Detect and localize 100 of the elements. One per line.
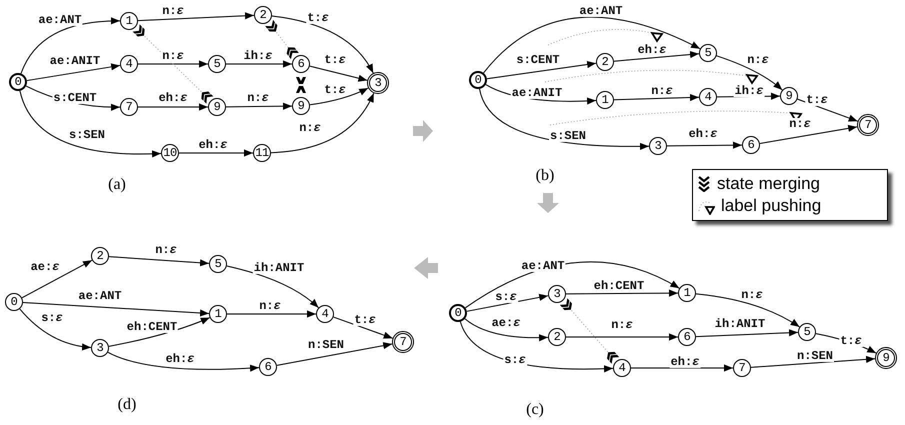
- edge-label: t:ε: [839, 335, 863, 347]
- transition-arrow: [486, 60, 597, 80]
- transition-arrow: [630, 364, 734, 372]
- state-circle: 4: [613, 359, 631, 377]
- edge-label: t:ε: [323, 84, 347, 96]
- edge-label: ih:ANIT: [252, 262, 306, 274]
- transition-arrow: [19, 90, 162, 158]
- transition-arrow: [309, 66, 368, 82]
- edge-label: n:ε: [740, 289, 764, 301]
- edge-label: n:ε: [154, 244, 178, 256]
- edge-label: n:ε: [610, 319, 634, 331]
- transition-arrow: [566, 333, 678, 341]
- state-circle: 6: [259, 358, 277, 376]
- state-circle: 1: [120, 12, 138, 30]
- edge-label: t:ε: [306, 12, 330, 24]
- edge-label: n:ε: [650, 85, 674, 97]
- panel-caption: (c): [526, 401, 544, 419]
- state-circle: 7: [120, 98, 138, 116]
- edge-label: n:ε: [746, 54, 770, 66]
- edge-label: t:ε: [323, 54, 347, 66]
- edge-label: ih:ε: [242, 50, 274, 62]
- state-circle: 4: [699, 88, 717, 106]
- edge-label: ae:ANT: [37, 14, 83, 26]
- edge-label: s:SEN: [68, 129, 106, 141]
- transition-arrow: [138, 12, 254, 22]
- state-circle: 4: [316, 305, 334, 323]
- transition-arrow: [178, 149, 254, 157]
- transition-arrow: [332, 316, 394, 339]
- state-circle: 1: [678, 284, 696, 302]
- panel-caption: (d): [118, 396, 136, 414]
- final-state-circle: 9: [875, 347, 897, 369]
- panel-caption: (a): [108, 176, 126, 194]
- initial-state-circle: 0: [449, 304, 467, 322]
- state-circle: 9: [292, 97, 310, 115]
- transition-arrow: [107, 352, 260, 372]
- state-circle: 2: [91, 247, 109, 265]
- state-circle: 5: [699, 44, 717, 62]
- initial-state-circle: 0: [9, 73, 27, 91]
- state-circle: 0: [5, 293, 23, 311]
- edge-label: s:ε: [40, 312, 64, 324]
- transition-arrow: [716, 55, 783, 90]
- edge-label: n:ε: [161, 50, 185, 62]
- edge-label: t:ε: [805, 94, 829, 106]
- transition-arrow: [750, 356, 876, 368]
- edge-label: eh:ε: [688, 128, 718, 140]
- edge-label: eh:ε: [198, 139, 228, 151]
- edge-label: s:ε: [503, 354, 527, 366]
- edge-label: s:SEN: [549, 130, 587, 142]
- edge-label: eh:CENT: [126, 321, 178, 333]
- transition-arrow: [464, 318, 548, 342]
- transition-arrow: [108, 256, 210, 266]
- edge-label: ih:ANIT: [714, 318, 766, 330]
- edge-label: ae:ε: [30, 261, 60, 273]
- panel-caption: (b): [536, 167, 554, 185]
- state-circle: 3: [548, 285, 566, 303]
- edge-label: eh:CENT: [592, 280, 646, 292]
- transition-arrow: [759, 124, 858, 144]
- transition-arrow: [696, 329, 798, 338]
- edge-label: n:SEN: [307, 339, 345, 351]
- edge-label: eh:ε: [164, 353, 196, 365]
- edge-label: eh:ε: [670, 356, 700, 368]
- initial-state-circle: 0: [469, 71, 487, 89]
- state-circle: 11: [253, 144, 271, 162]
- state-circle: 2: [254, 6, 272, 24]
- edge-label: n:ε: [161, 5, 185, 17]
- final-state-circle: 7: [392, 331, 414, 353]
- edge-label: n:ε: [788, 118, 812, 130]
- transition-arrow: [271, 16, 374, 74]
- state-circle: 5: [209, 255, 227, 273]
- transition-arrow: [276, 342, 393, 366]
- transition-arrow: [26, 63, 121, 82]
- transition-arrow: [466, 294, 549, 312]
- state-circle: 4: [120, 55, 138, 73]
- transition-arrow: [226, 265, 320, 308]
- edge-label: n:ε: [246, 92, 270, 104]
- transition-arrow: [21, 260, 93, 298]
- state-circle: 5: [208, 55, 226, 73]
- state-circle: 2: [548, 328, 566, 346]
- transition-arrow: [22, 302, 210, 317]
- transition-arrow: [226, 102, 292, 110]
- transition-arrow: [270, 92, 374, 154]
- transition-arrow: [19, 308, 92, 350]
- state-circle: 7: [733, 359, 751, 377]
- edge-label: ae:ANT: [578, 5, 624, 17]
- transition-arrow: [226, 60, 292, 68]
- transition-arrow: [815, 333, 877, 354]
- transition-arrow: [566, 290, 678, 297]
- transition-arrow: [614, 94, 700, 102]
- transition-arrow: [226, 310, 316, 318]
- transition-arrow: [695, 293, 800, 328]
- legend-text: state merging: [717, 174, 820, 194]
- state-circle: 3: [91, 339, 109, 357]
- edge-label: s:CENT: [515, 54, 561, 66]
- transition-arrow: [483, 16, 701, 74]
- edge-label: ae:ε: [490, 317, 522, 329]
- transition-arrow: [479, 88, 650, 150]
- state-circle: 3: [649, 137, 667, 155]
- edge-label: ae:ANT: [77, 290, 123, 302]
- edge-label: ae:ANIT: [510, 87, 564, 99]
- state-circle: 6: [678, 328, 696, 346]
